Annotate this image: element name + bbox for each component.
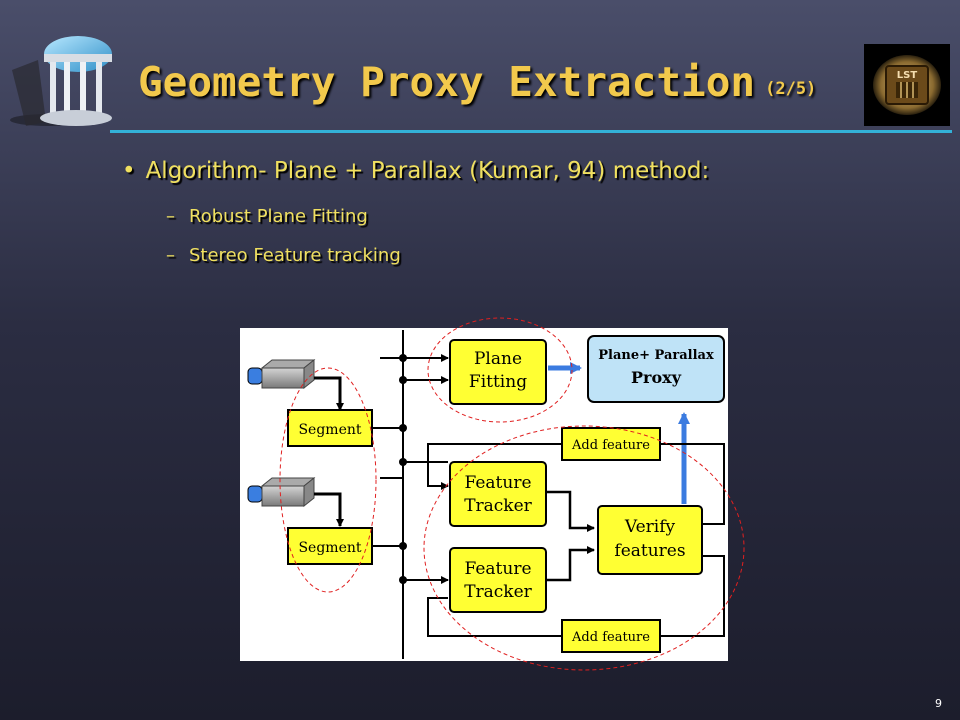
proxy-label-1: Plane+ Parallax [598,348,714,363]
slide-title: Geometry Proxy Extraction (2/5) [138,58,816,106]
camera-icon [247,358,316,390]
feature-tracker-2-line2: Tracker [464,582,532,602]
plane-fitting-label-1: Plane [474,349,522,369]
add-feature-label-bottom: Add feature [571,630,650,645]
feature-tracker-1-line2: Tracker [464,496,532,516]
slide-title-suffix: (2/5) [765,79,817,99]
feature-tracker-box-2 [449,547,547,613]
bullet-dot-icon: • [122,158,136,184]
segment-label-2: Segment [298,540,361,556]
sub-item-plane-fitting: –Robust Plane Fitting [166,206,368,227]
feature-tracker-1-line1: Feature [464,473,531,493]
feature-tracker-2-line1: Feature [464,559,531,579]
page-number: 9 [935,697,942,710]
segment-label-1: Segment [298,422,361,438]
title-underline [110,130,952,133]
feature-tracker-box-1 [449,461,547,527]
sub-item-feature-tracking: –Stereo Feature tracking [166,245,401,266]
slide-title-main: Geometry Proxy Extraction [138,58,756,106]
proxy-label-2: Proxy [631,368,682,387]
proxy-box [587,335,725,403]
old-well-logo [10,36,112,126]
lab-logo: LST [864,44,950,126]
svg-text:LST: LST [897,70,918,81]
bullet-text: Algorithm- Plane + Parallax (Kumar, 94) … [145,158,710,184]
bullet-algorithm: • Algorithm- Plane + Parallax (Kumar, 94)… [122,158,709,184]
verify-features-line1: Verify [624,517,676,537]
add-feature-label-top: Add feature [571,438,650,453]
verify-features-line2: features [614,541,685,561]
camera-icon [247,476,316,508]
sub-item-text: Robust Plane Fitting [189,206,368,227]
dash-icon: – [166,206,175,227]
dash-icon: – [166,245,175,266]
sub-item-text: Stereo Feature tracking [189,245,401,266]
plane-fitting-label-2: Fitting [469,372,527,392]
pipeline-diagram: Segment Segment Plane Fitting Plane+ Par… [240,328,728,661]
